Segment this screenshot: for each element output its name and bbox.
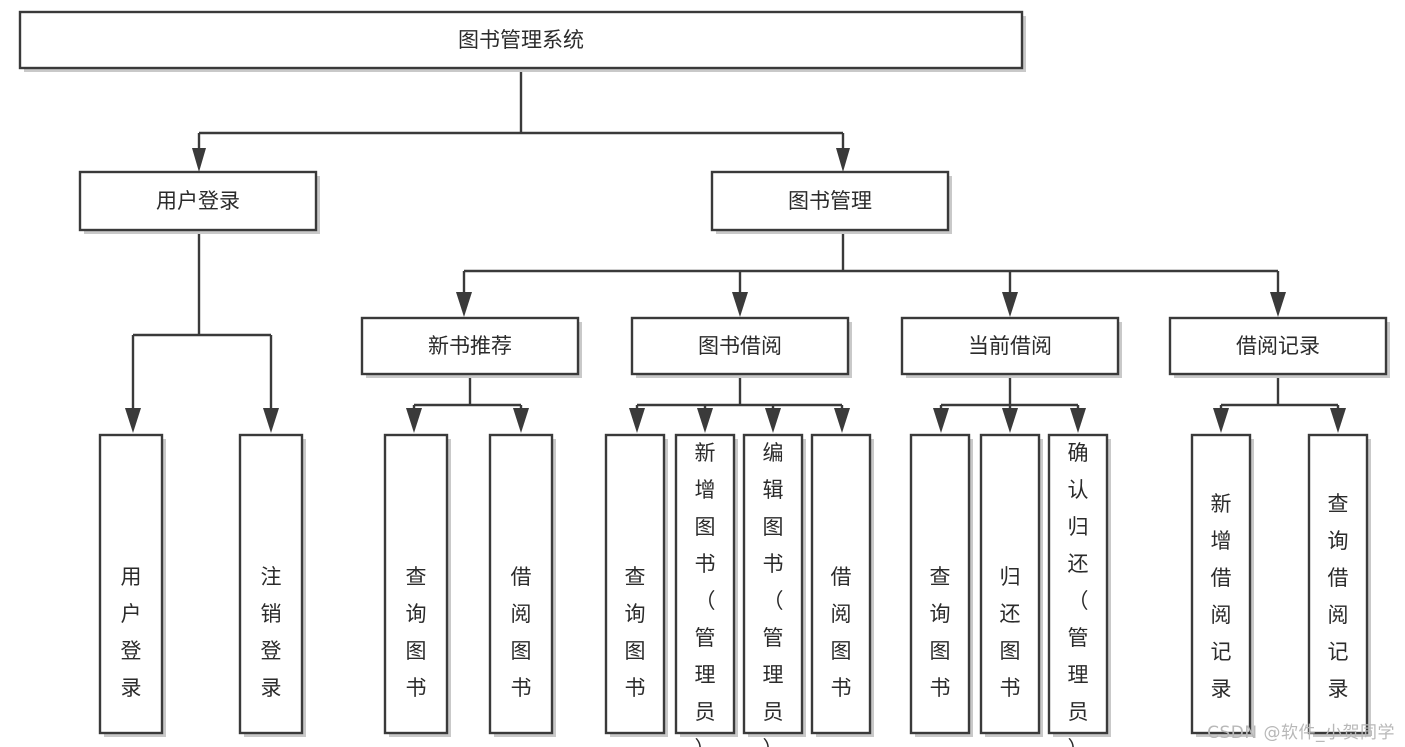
leaf-current-query-label: 查询图书 (930, 565, 951, 700)
leaf-record-add-label: 新增借阅记录 (1211, 492, 1232, 701)
connector-bookmgmt-to-level2 (456, 232, 1286, 317)
watermark: CSDN @软件_小贺同学 (1207, 723, 1395, 743)
leaf-borrow-borrow-book-label: 借阅图书 (831, 565, 852, 700)
leaf-record-add[interactable]: 新增借阅记录 (1190, 433, 1254, 737)
connector-newbook-to-leaves (406, 375, 529, 433)
leaf-borrow-edit-book[interactable]: 编辑图书（管理员） (742, 433, 806, 747)
node-borrow-record[interactable]: 借阅记录 (1168, 316, 1390, 378)
node-book-management[interactable]: 图书管理 (710, 170, 952, 234)
node-user-login-label: 用户登录 (156, 189, 240, 213)
leaf-current-return[interactable]: 归还图书 (979, 433, 1043, 737)
leaf-record-query[interactable]: 查询借阅记录 (1307, 433, 1371, 737)
leaf-borrow-edit-book-label: 编辑图书（管理员） (763, 441, 784, 747)
leaf-current-query[interactable]: 查询图书 (909, 433, 973, 737)
leaf-user-login-login-label: 用户登录 (121, 565, 142, 700)
connector-bookborrow-to-leaves (629, 375, 850, 433)
node-root[interactable]: 图书管理系统 (18, 10, 1026, 72)
leaf-borrow-add-book-label: 新增图书（管理员） (695, 441, 716, 747)
leaf-new-book-query[interactable]: 查询图书 (383, 433, 451, 737)
node-root-label: 图书管理系统 (458, 28, 584, 52)
leaf-user-login-logout-label: 注销登录 (261, 565, 282, 700)
leaf-current-confirm-return[interactable]: 确认归还（管理员） (1047, 433, 1111, 747)
connector-root-to-level1 (192, 68, 850, 172)
leaf-user-login-logout[interactable]: 注销登录 (238, 433, 306, 737)
leaf-user-login-login[interactable]: 用户登录 (98, 433, 166, 737)
node-user-login[interactable]: 用户登录 (78, 170, 320, 234)
connector-userlogin-to-leaves (125, 232, 279, 433)
node-current-borrow[interactable]: 当前借阅 (900, 316, 1122, 378)
node-book-borrow-label: 图书借阅 (698, 334, 782, 358)
leaf-new-book-query-label: 查询图书 (406, 565, 427, 700)
node-new-book-recommend-label: 新书推荐 (428, 334, 512, 358)
leaf-borrow-add-book[interactable]: 新增图书（管理员） (674, 433, 738, 747)
node-current-borrow-label: 当前借阅 (968, 334, 1052, 358)
node-book-management-label: 图书管理 (788, 189, 872, 213)
leaf-new-book-borrow-label: 借阅图书 (511, 565, 532, 700)
leaf-current-confirm-return-label: 确认归还（管理员） (1068, 441, 1089, 747)
connector-currentborrow-to-leaves (933, 375, 1086, 433)
leaf-record-query-label: 查询借阅记录 (1328, 492, 1349, 701)
connector-borrowrecord-to-leaves (1213, 375, 1346, 433)
leaf-borrow-query[interactable]: 查询图书 (604, 433, 668, 737)
node-new-book-recommend[interactable]: 新书推荐 (360, 316, 582, 378)
node-book-borrow[interactable]: 图书借阅 (630, 316, 852, 378)
node-borrow-record-label: 借阅记录 (1236, 334, 1320, 358)
leaf-new-book-borrow[interactable]: 借阅图书 (488, 433, 556, 737)
leaf-current-return-label: 归还图书 (1000, 565, 1021, 700)
leaf-borrow-borrow-book[interactable]: 借阅图书 (810, 433, 874, 737)
leaf-borrow-query-label: 查询图书 (625, 565, 646, 700)
